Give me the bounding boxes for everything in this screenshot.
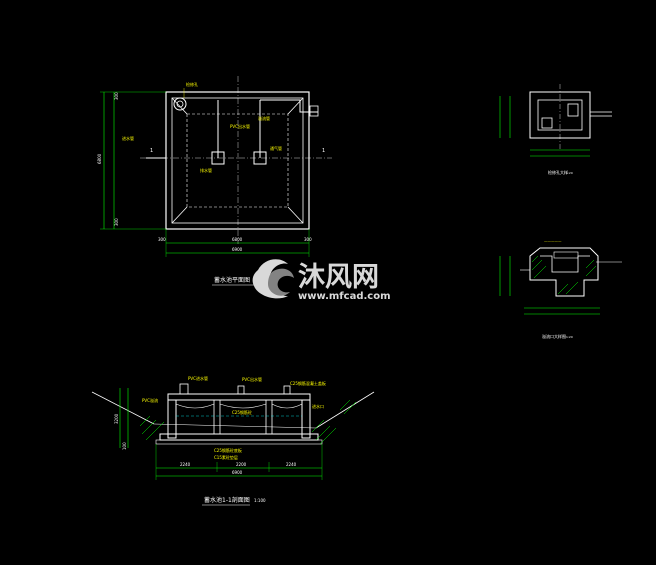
- section-column: [265, 399, 273, 435]
- section-dim-right-span: 2240: [286, 462, 297, 467]
- section-label-right: 进水口: [312, 403, 324, 409]
- plan-dim-bottom-left: 300: [158, 237, 166, 242]
- section-view-scale: 1:100: [254, 498, 266, 503]
- section-label-cushion: C15素砼垫层: [214, 454, 238, 460]
- section-label-outlet: PVC出水管: [242, 376, 262, 382]
- detail-b-hatch: [531, 255, 597, 295]
- watermark-url: www.mfcad.com: [298, 291, 391, 302]
- section-floor-slab: [159, 433, 319, 441]
- plan-label-overflow: 溢流管: [258, 115, 270, 121]
- watermark-brand: 沐风网: [298, 262, 379, 293]
- section-wall-right: [301, 399, 311, 439]
- plan-label-manhole: 检修孔: [186, 81, 198, 87]
- plan-label-vent: 通气管: [270, 145, 282, 151]
- plan-dim-bottom-right: 300: [304, 237, 312, 242]
- section-ground-left: [91, 391, 155, 425]
- plan-outlet-pipe: [260, 99, 318, 113]
- plan-dim-bottom-total: 6900: [232, 247, 243, 252]
- section-manhole-riser: [179, 383, 189, 395]
- section-wall-left: [167, 399, 177, 439]
- section-cover-slab: [167, 393, 311, 401]
- plan-dim-left-total: 6800: [97, 153, 102, 164]
- plan-dim-bottom-top: 6800: [232, 237, 243, 242]
- section-ground-mid: [153, 423, 317, 429]
- detail-overflow: ————— 溢流口大样图 1:20: [499, 239, 622, 339]
- plan-label-outlet: PVC出水管: [230, 123, 250, 129]
- plan-label-drain: 排水管: [200, 167, 212, 173]
- detail-b-label: —————: [544, 239, 562, 243]
- plan-outlet-box: [309, 105, 319, 117]
- plan-dim-left-bottom: 300: [114, 218, 119, 226]
- watermark: 沐风网 www.mfcad.com: [252, 259, 391, 302]
- plan-outer-wall: [165, 91, 310, 230]
- detail-b-scale: 1:20: [566, 335, 573, 339]
- plan-inner-wall: [171, 97, 304, 224]
- section-column: [213, 399, 221, 435]
- plan-inlet-well: [211, 151, 225, 165]
- plan-slope-line: [287, 206, 304, 224]
- section-hatch: [139, 399, 357, 445]
- section-dim-total: 6900: [232, 470, 243, 475]
- plan-slope-line: [171, 206, 188, 224]
- detail-b-outline: [529, 247, 599, 297]
- plan-manhole-circle: [173, 97, 187, 111]
- detail-b-cover: [553, 251, 579, 259]
- section-haunch: [219, 403, 267, 409]
- plan-manhole-inner: [176, 100, 184, 108]
- section-haunch: [271, 403, 303, 409]
- section-dim-mid-span: 2200: [236, 462, 247, 467]
- detail-b-title: 溢流口大样图: [542, 333, 566, 339]
- detail-a-box: [541, 117, 553, 129]
- plan-view: 1 1 检修孔 进水管 排水管 PVC出水管 溢流管 通气管 6800 300 …: [97, 76, 332, 286]
- section-dim-h1: 3200: [114, 413, 119, 424]
- section-label-inlet: PVC进水管: [188, 375, 208, 381]
- plan-view-title: 蓄水池平面图: [214, 276, 250, 284]
- section-vent-riser: [237, 385, 245, 395]
- section-view: PVC进水管 PVC出水管 C25钢筋混凝土盖板 C25钢筋砼 PVC溢流 进水…: [91, 375, 375, 506]
- detail-manhole: 检修孔大样 1:20: [499, 84, 612, 175]
- section-label-cover: C25钢筋混凝土盖板: [290, 380, 326, 386]
- detail-b-inner: [540, 255, 590, 273]
- section-ground-right: [315, 391, 375, 429]
- section-marker: 1: [150, 148, 153, 154]
- detail-a-box: [567, 103, 579, 117]
- detail-a-inner: [537, 99, 583, 131]
- plan-dim-left-top: 300: [114, 92, 119, 100]
- section-view-title: 蓄水池1-1剖面图: [204, 496, 250, 504]
- detail-a-title: 检修孔大样: [548, 169, 568, 175]
- section-cushion: [155, 439, 323, 445]
- section-label-left: PVC溢流: [142, 397, 158, 403]
- section-dim-left-span: 2240: [180, 462, 191, 467]
- section-marker: 1: [322, 148, 325, 154]
- section-vent-riser: [283, 385, 291, 395]
- plan-outlet-well: [253, 151, 267, 165]
- section-haunch: [175, 403, 215, 409]
- plan-label-inlet: 进水管: [122, 135, 134, 141]
- watermark-logo-icon: [252, 259, 294, 299]
- section-label-floor: C25钢筋砼底板: [214, 447, 242, 453]
- section-label-wall: C25钢筋砼: [232, 409, 252, 415]
- detail-a-scale: 1:20: [566, 171, 573, 175]
- section-dim-h2: 100: [122, 442, 127, 450]
- plan-sump-outline: [186, 113, 289, 208]
